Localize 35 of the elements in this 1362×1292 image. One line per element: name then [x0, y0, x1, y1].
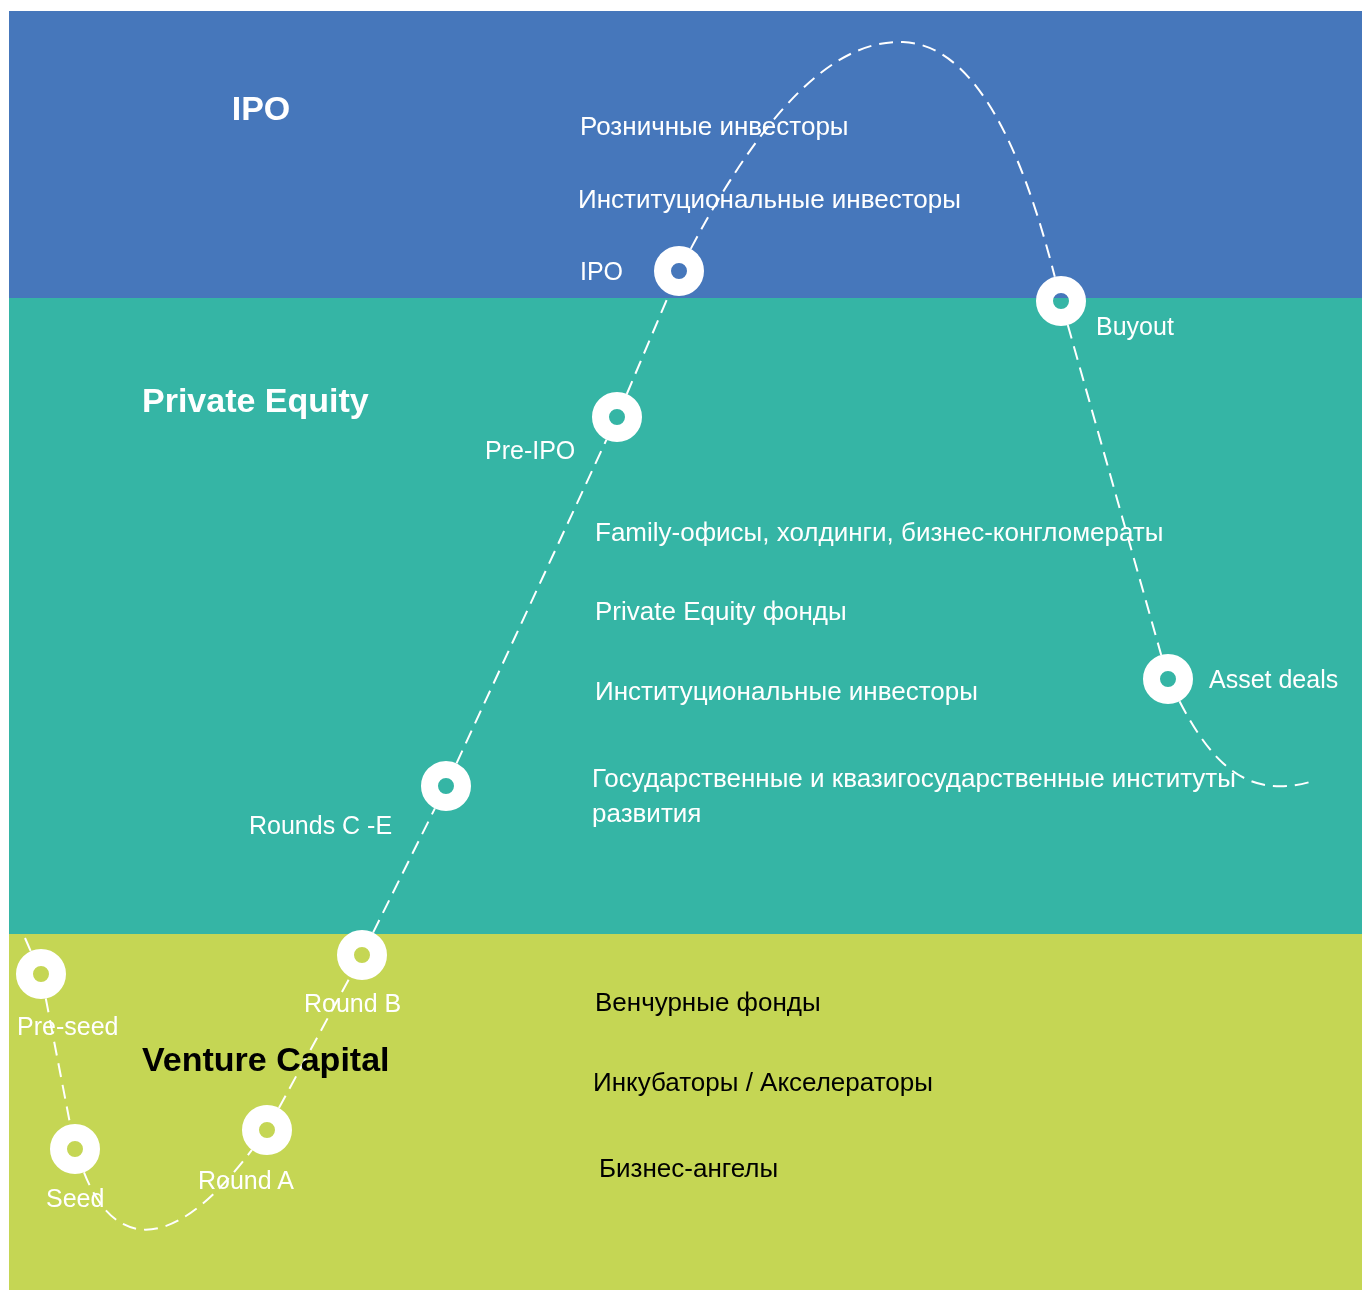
stage-label: Pre-IPO — [485, 435, 576, 465]
ring-marker — [50, 1124, 100, 1174]
ring-marker — [16, 949, 66, 999]
dashed-curve — [1178, 700, 1311, 788]
investor-label: Бизнес-ангелы — [599, 1152, 779, 1185]
dashed-curve — [689, 41, 1056, 278]
stage-label: Rounds C -E — [249, 810, 393, 840]
ring-marker — [1143, 654, 1193, 704]
ring-marker — [337, 930, 387, 980]
ring-marker — [592, 392, 642, 442]
stage-label: Buyout — [1096, 311, 1174, 341]
investor-label: Институциональные инвесторы — [595, 675, 978, 708]
dashed-curve — [372, 807, 436, 934]
investor-label: Family-офисы, холдинги, бизнес-конгломераты — [595, 516, 1164, 549]
band — [9, 11, 1362, 298]
ring-marker — [242, 1105, 292, 1155]
stage-label: Round A — [198, 1165, 294, 1195]
investor-label: Розничные инвесторы — [580, 110, 849, 143]
band-title: Private Equity — [142, 380, 369, 420]
dashed-curve — [1066, 324, 1163, 656]
investor-label: Институциональные инвесторы — [578, 183, 961, 216]
ring-marker — [421, 761, 471, 811]
stage-label: IPO — [580, 256, 624, 286]
band-title: IPO — [231, 88, 291, 128]
investor-label: Венчурные фонды — [595, 986, 821, 1019]
dashed-curve — [83, 1148, 253, 1231]
ring-marker — [1036, 276, 1086, 326]
investor-label: Государственные и квазигосударственные институты развития — [592, 762, 1237, 830]
stage-label: Asset deals — [1209, 664, 1339, 694]
dashed-curve — [24, 937, 32, 953]
investor-label: Инкубаторы / Акселераторы — [593, 1066, 933, 1099]
dashed-curve — [455, 438, 608, 765]
band-title: Venture Capital — [142, 1039, 390, 1079]
investor-label: Private Equity фонды — [595, 595, 847, 628]
stage-label: Round B — [304, 988, 402, 1018]
